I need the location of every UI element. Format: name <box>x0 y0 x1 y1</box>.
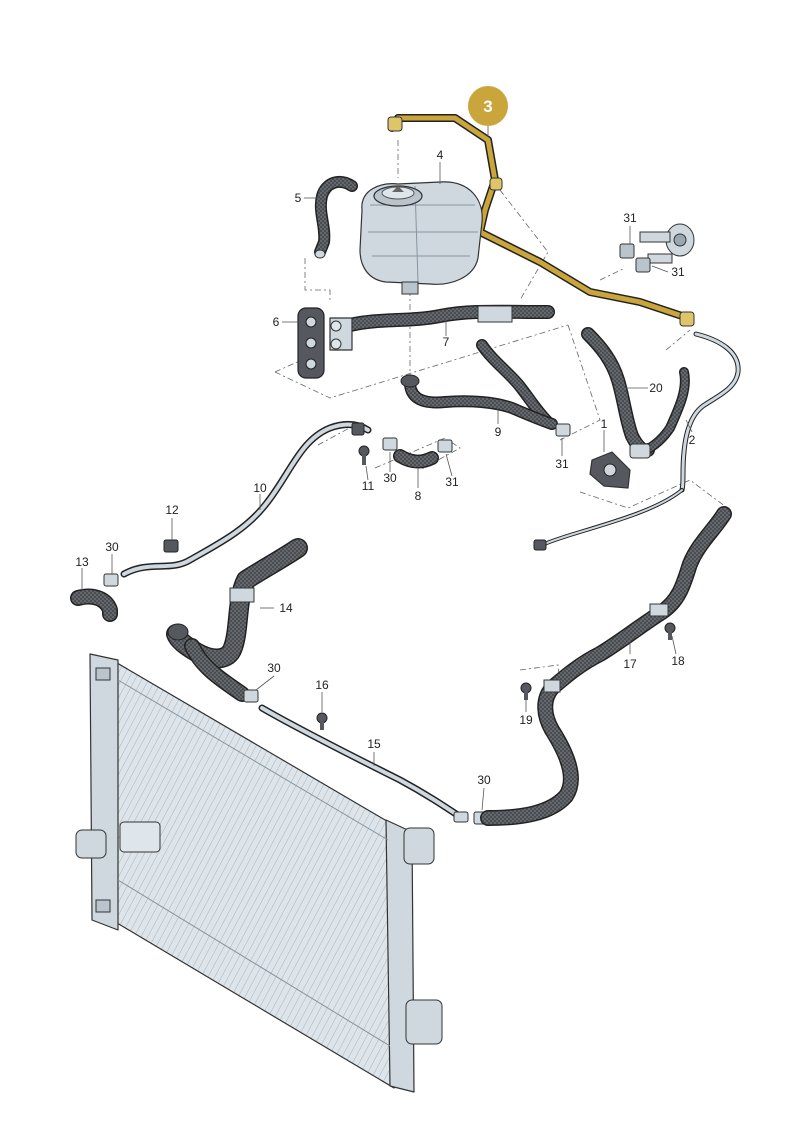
hose-14[interactable] <box>166 538 308 702</box>
callout-12[interactable]: 12 <box>165 503 179 517</box>
callout-2[interactable]: 2 <box>689 433 696 447</box>
callout-31-top[interactable]: 31 <box>623 211 637 225</box>
callout-13[interactable]: 13 <box>75 555 89 569</box>
bracket-1[interactable] <box>589 451 631 489</box>
callout-1[interactable]: 1 <box>601 417 608 431</box>
callout-30-middle[interactable]: 30 <box>383 471 397 485</box>
callout-30-left[interactable]: 30 <box>105 540 119 554</box>
callout-11[interactable]: 11 <box>362 479 375 493</box>
callout-8[interactable]: 8 <box>415 489 422 503</box>
breather-pipe-highlighted[interactable] <box>387 114 695 327</box>
bolt-18[interactable] <box>664 622 676 640</box>
callout-7[interactable]: 7 <box>443 335 450 349</box>
callout-16[interactable]: 16 <box>315 678 329 692</box>
hose-20[interactable] <box>581 327 690 459</box>
clamp-30-left[interactable] <box>103 573 119 587</box>
callout-14[interactable]: 14 <box>279 601 293 615</box>
callout-5[interactable]: 5 <box>295 191 302 205</box>
leader-lines <box>81 126 693 811</box>
callout-31-hose9[interactable]: 31 <box>555 457 569 471</box>
badge-label: 3 <box>483 97 492 116</box>
hose-17[interactable] <box>480 506 732 826</box>
clamp-30-center[interactable] <box>243 689 259 703</box>
pipe-15[interactable] <box>258 704 469 823</box>
callout-6[interactable]: 6 <box>273 315 280 329</box>
callout-15[interactable]: 15 <box>367 737 381 751</box>
nut-12[interactable] <box>163 539 179 553</box>
callout-10[interactable]: 10 <box>253 481 267 495</box>
callout-31-middle[interactable]: 31 <box>445 475 459 489</box>
callout-4[interactable]: 4 <box>437 148 444 162</box>
bolt-11[interactable] <box>358 445 370 465</box>
hose-8[interactable] <box>393 449 439 469</box>
flange-6[interactable] <box>297 307 325 379</box>
hose-13[interactable] <box>70 588 118 622</box>
callout-31-right[interactable]: 31 <box>671 265 685 279</box>
callout-17[interactable]: 17 <box>623 657 637 671</box>
pipe-10[interactable] <box>120 420 372 578</box>
callout-20[interactable]: 20 <box>649 381 663 395</box>
callout-labels: 4 5 6 7 9 31 20 1 2 31 31 8 31 30 11 10 … <box>75 148 695 787</box>
pipe-2[interactable] <box>533 331 741 551</box>
coolant-expansion-tank[interactable] <box>359 181 483 295</box>
radiator[interactable] <box>75 653 443 1093</box>
clamps-30-31-middle[interactable] <box>382 437 453 453</box>
hose-9[interactable] <box>400 339 558 430</box>
fittings-31-upper[interactable] <box>619 223 695 273</box>
highlight-badge-3[interactable]: 3 <box>468 86 508 126</box>
hose-7[interactable] <box>329 304 555 351</box>
callout-18[interactable]: 18 <box>671 654 685 668</box>
hose-5[interactable] <box>314 175 358 259</box>
clamp-31-lower[interactable] <box>555 423 571 437</box>
callout-30-bottom[interactable]: 30 <box>477 773 491 787</box>
callout-30-center[interactable]: 30 <box>267 661 281 675</box>
callout-9[interactable]: 9 <box>495 425 502 439</box>
callout-19[interactable]: 19 <box>519 713 533 727</box>
bolt-16[interactable] <box>316 712 328 730</box>
